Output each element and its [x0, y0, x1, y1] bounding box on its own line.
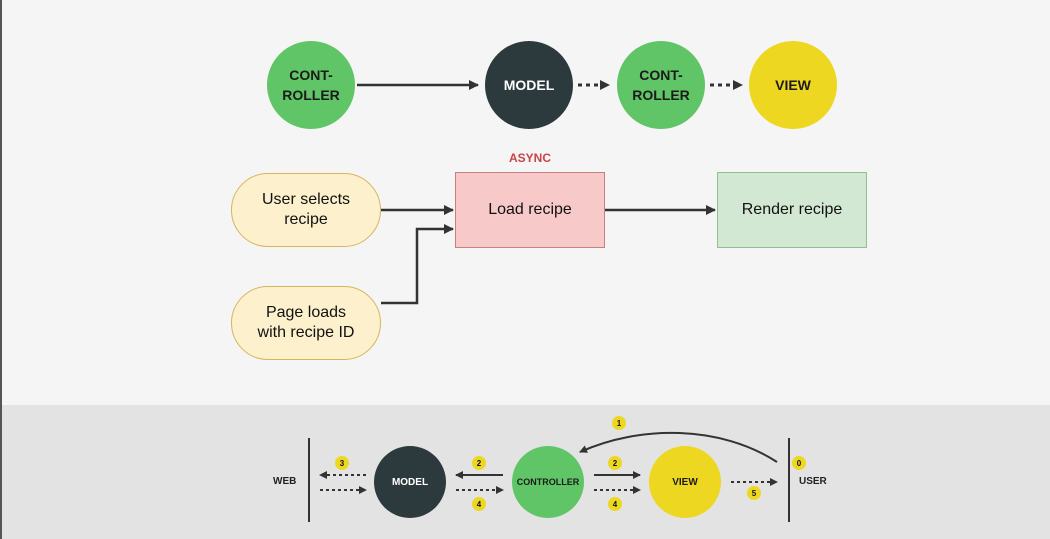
top-controller-node-2: CONT- ROLLER — [617, 41, 705, 129]
event-page-loads: Page loads with recipe ID — [231, 286, 381, 360]
web-label: WEB — [273, 476, 297, 487]
top-controller-node: CONT- ROLLER — [267, 41, 355, 129]
top-model-node: MODEL — [485, 41, 573, 129]
step-badge-5: 5 — [747, 486, 761, 500]
step-badge-1: 1 — [612, 416, 626, 430]
step-badge-0: 0 — [792, 456, 806, 470]
load-recipe-box: Load recipe — [455, 172, 605, 248]
bottom-model-node: MODEL — [374, 446, 446, 518]
event-user-selects-recipe: User selects recipe — [231, 173, 381, 247]
top-view-node: VIEW — [749, 41, 837, 129]
user-label: USER — [799, 476, 827, 487]
step-badge-4-view: 4 — [608, 497, 622, 511]
render-recipe-box: Render recipe — [717, 172, 867, 248]
step-badge-2-view: 2 — [608, 456, 622, 470]
arrow-user-to-controller — [579, 431, 778, 463]
step-badge-2-model: 2 — [472, 456, 486, 470]
step-badge-4-model: 4 — [472, 497, 486, 511]
arrow-page-loads-to-load — [381, 224, 454, 305]
bottom-view-node: VIEW — [649, 446, 721, 518]
bottom-controller-node: CONTROLLER — [512, 446, 584, 518]
async-label: ASYNC — [508, 151, 551, 165]
step-badge-3: 3 — [335, 456, 349, 470]
